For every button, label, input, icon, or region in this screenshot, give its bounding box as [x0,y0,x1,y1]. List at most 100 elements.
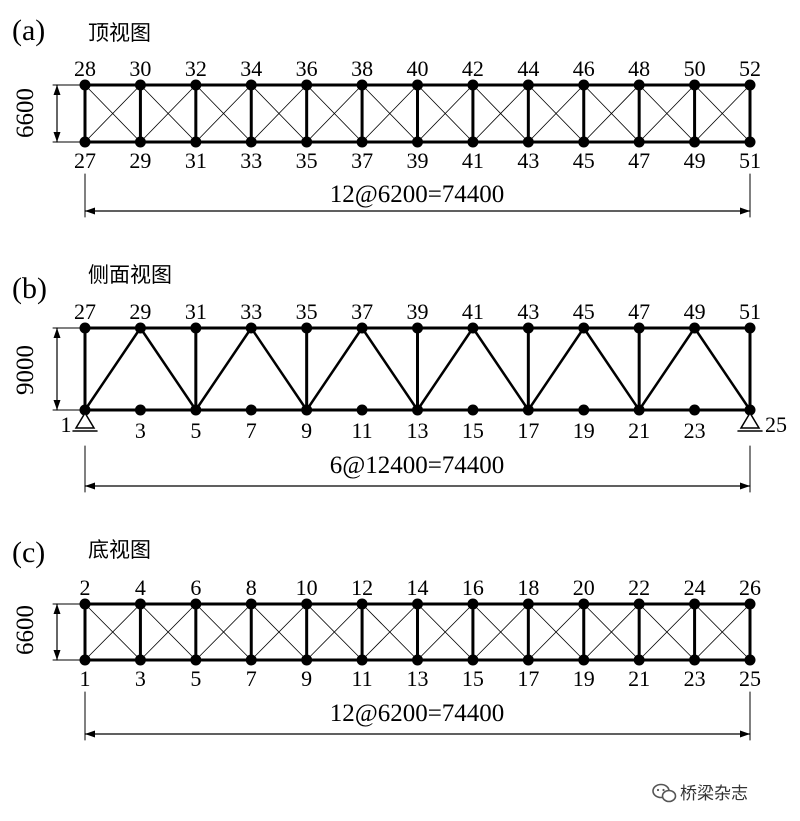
panel-bottom-brace [638,603,695,661]
panel-top-bottom-node-label: 39 [407,148,429,173]
panel-side-bottom-node-label: 21 [628,418,650,443]
panel-top-node [467,79,479,91]
panel-top-node [689,79,701,91]
panel-top-node [134,79,146,91]
panel-side-bottom-node-label: 23 [684,418,706,443]
panel-top-node [467,136,479,148]
panel-top-bottom-node-label: 35 [296,148,318,173]
panel-top-bottom-node-label: 29 [129,148,151,173]
panel-top-top-node-label: 40 [407,56,429,81]
panel-top-top-node-label: 28 [74,56,96,81]
panel-side-node [467,322,479,334]
panel-side-bottom-node-label: 1 [61,412,72,437]
panel-bottom-brace [361,603,418,661]
panel-top-node [356,79,368,91]
panel-side-diagonal [305,326,364,412]
panel-side-node [134,322,146,334]
panel-bottom-node [190,654,202,666]
panel-side-span-dim-arrow-left [85,482,95,490]
panel-side-node [633,322,645,334]
panel-top-top-node-label: 34 [240,56,262,81]
panel-bottom-bottom-node-label: 9 [301,666,312,691]
panel-bottom-node [578,598,590,610]
panel-side-bottom-node-label: 15 [462,418,484,443]
panel-bottom-brace [583,603,640,661]
panel-bottom-top-node-label: 18 [517,575,539,600]
panel-bottom-node [301,598,313,610]
panel-c-label: (c) [12,536,45,569]
panel-bottom-node [190,598,202,610]
panel-bottom-height-dim-arrow-bottom [53,650,61,660]
panel-side-support-right-triangle [739,411,761,429]
panel-bottom-brace [472,603,529,661]
panel-bottom-brace [306,603,363,661]
panel-bottom-brace [140,603,197,661]
panel-bottom-bottom-node-label: 5 [190,666,201,691]
panel-bottom-node [301,654,313,666]
panel-top-brace [417,84,474,143]
panel-side-diagonal [360,326,419,412]
panel-top-top-node-label: 42 [462,56,484,81]
panel-top-brace [638,84,695,143]
panel-bottom-top-node-label: 4 [135,575,146,600]
panel-top-brace [140,84,197,143]
panel-bottom-bottom-node-label: 3 [135,666,146,691]
panel-bottom-node [245,654,257,666]
panel-bottom-top-node-label: 14 [407,575,429,600]
panel-top-node [633,136,645,148]
panel-bottom-node [467,654,479,666]
panel-side-diagonal [637,326,696,412]
panel-side-node [578,404,590,416]
panel-side-top-node-label: 37 [351,299,373,324]
panel-top-top-node-label: 48 [628,56,650,81]
panel-side-node [689,404,701,416]
panel-bottom-height-dim-arrow-top [53,604,61,614]
panel-top-height-dim-arrow-top [53,85,61,95]
panel-top-span-dim-arrow-right [740,207,750,215]
panel-side-diagonal [194,326,253,412]
panel-top-node [689,136,701,148]
panel-b-title: 侧面视图 [88,263,172,287]
panel-top-node [190,79,202,91]
panel-side-node [301,404,313,416]
panel-top-brace [583,84,640,143]
panel-top-top-node-label: 30 [129,56,151,81]
panel-bottom-top-node-label: 8 [246,575,257,600]
panel-side-diagonal [582,326,641,412]
panel-bottom-node [467,598,479,610]
panel-bottom-node [412,598,423,610]
panel-side-node [190,404,202,416]
panel-side-height-dim-arrow-bottom [53,400,61,410]
panel-side-top-node-label: 29 [129,299,151,324]
panel-b-label: (b) [12,272,47,305]
panel-top-bottom-node-label: 49 [684,148,706,173]
panel-side-top-node-label: 27 [74,299,96,324]
panel-side-diagonal [693,326,752,412]
panel-side-diagonal [83,326,142,412]
panel-side-bottom-node-label: 25 [765,412,787,437]
panel-side-node [522,404,534,416]
panel-bottom-node [633,598,645,610]
panel-top-brace [84,84,141,143]
panel-side-top-node-label: 39 [407,299,429,324]
panel-c-height-label: 6600 [12,605,39,655]
panel-top-bottom-node-label: 43 [517,148,539,173]
panel-bottom-node [522,598,534,610]
panel-side-top-node-label: 51 [739,299,761,324]
panel-side-top-node-label: 33 [240,299,262,324]
panel-side-bottom-node-label: 11 [351,418,372,443]
panel-side-node [245,322,257,334]
panel-bottom-node [744,598,756,610]
panel-side-bottom-node-label: 5 [190,418,201,443]
panel-bottom-node [412,654,423,666]
panel-a-title: 顶视图 [88,21,151,45]
panel-bottom-bottom-node-label: 11 [351,666,372,691]
panel-top-node [301,136,313,148]
panel-top-node [245,79,257,91]
panel-c-title: 底视图 [88,538,151,562]
panel-top-top-node-label: 32 [185,56,207,81]
panel-top-node [633,79,645,91]
